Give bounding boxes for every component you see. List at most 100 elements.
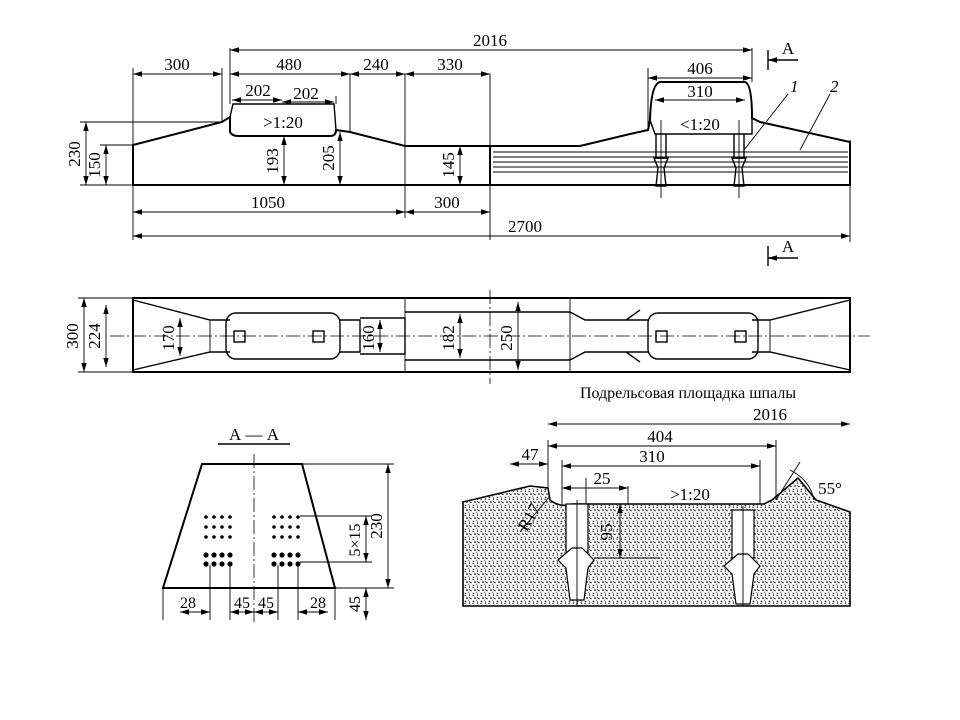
detail-dowel-right: [723, 506, 761, 606]
detail-dowel-left: [557, 500, 595, 606]
plan-outline: [132, 297, 851, 373]
dim-202-b: 202: [293, 84, 319, 103]
wire-dot: [228, 525, 232, 529]
dim-5x15: 5×15: [347, 523, 364, 556]
dim-2016-detail: 2016: [753, 405, 787, 424]
dim-240: 240: [363, 55, 389, 74]
callout-2: 2: [830, 77, 839, 96]
detail-view: 2016 404 47 310 25 >1:20 95 R17 55°: [462, 405, 851, 607]
section-view: А — А 28 45 45 28 230 5×15 45: [161, 425, 394, 622]
left-rail-seat-plan: [225, 312, 341, 360]
callout-1: 1: [790, 77, 799, 96]
wire-dot: [212, 515, 216, 519]
dim-300-left: 300: [164, 55, 190, 74]
dim-45-right: 45: [347, 596, 364, 612]
wire-dot: [272, 515, 276, 519]
wire-dot: [220, 515, 224, 519]
wire-dot: [211, 561, 217, 567]
detail-caption: Подрельсовая площадка шпалы: [580, 385, 796, 402]
wire-dot: [227, 561, 233, 567]
slope-detail: >1:20: [670, 485, 710, 504]
dim-230: 230: [65, 141, 84, 167]
fastening-dowels: [652, 120, 748, 198]
dim-205: 205: [319, 145, 338, 171]
section-outline: [161, 463, 337, 589]
wire-dot: [219, 552, 225, 558]
wire-dot: [271, 552, 277, 558]
dim-330: 330: [437, 55, 463, 74]
dim-145: 145: [439, 152, 458, 178]
svg-text:А: А: [782, 237, 795, 256]
dim-406: 406: [687, 59, 713, 78]
wire-dot: [204, 535, 208, 539]
detail-concrete-body: [462, 476, 851, 607]
wire-dot: [228, 535, 232, 539]
wire-dot: [280, 515, 284, 519]
dim-300-plan: 300: [63, 323, 82, 349]
dim-150: 150: [85, 152, 104, 178]
wire-dot: [203, 561, 209, 567]
dim-95: 95: [597, 524, 616, 541]
dim-224: 224: [85, 323, 104, 349]
dim-45-a: 45: [234, 595, 250, 612]
dim-182: 182: [439, 325, 458, 351]
right-rail-seat: [649, 118, 753, 135]
wire-dot: [288, 535, 292, 539]
wire-dot: [279, 561, 285, 567]
dim-202-a: 202: [245, 81, 271, 100]
dim-28-left: 28: [180, 595, 196, 612]
dim-47: 47: [522, 445, 540, 464]
dim-310-detail: 310: [639, 447, 665, 466]
dim-300-bottom: 300: [434, 193, 460, 212]
wire-dot: [295, 552, 301, 558]
wire-dot: [228, 515, 232, 519]
wire-dot: [280, 535, 284, 539]
dim-310: 310: [687, 82, 713, 101]
wire-dot: [211, 552, 217, 558]
wire-dot: [220, 535, 224, 539]
dim-250: 250: [497, 325, 516, 351]
dim-28-right: 28: [310, 595, 326, 612]
dim-193: 193: [263, 148, 282, 174]
prestressing-wires: [203, 515, 301, 567]
dim-480: 480: [276, 55, 302, 74]
right-rail-seat-plan: [647, 312, 759, 360]
wire-dot: [287, 561, 293, 567]
dim-2700: 2700: [508, 217, 542, 236]
wire-dot: [272, 525, 276, 529]
wire-dot: [296, 535, 300, 539]
wire-dot: [204, 525, 208, 529]
dim-2016: 2016: [473, 31, 507, 50]
sleeper-elevation-outline-right: [490, 81, 851, 186]
wire-dot: [219, 561, 225, 567]
wire-dot: [212, 535, 216, 539]
section-title: А — А: [229, 425, 280, 444]
sleeper-elevation-outline: [132, 115, 491, 186]
dim-160: 160: [359, 325, 378, 351]
wire-dot: [220, 525, 224, 529]
reinforcement-lines: [493, 151, 848, 173]
dim-170: 170: [159, 325, 178, 351]
wire-dot: [227, 552, 233, 558]
section-mark-bottom: А: [767, 237, 798, 266]
wire-dot: [271, 561, 277, 567]
wire-dot: [288, 525, 292, 529]
slope-right: <1:20: [680, 115, 720, 134]
wire-dot: [287, 552, 293, 558]
plan-view: 300 224 170 160 182 250: [63, 290, 870, 384]
wire-dot: [212, 525, 216, 529]
dim-25: 25: [594, 469, 611, 488]
wire-dot: [295, 561, 301, 567]
dim-404: 404: [647, 427, 673, 446]
elevation-view: 2016 300 480 240 330 406 310 202 202 >1:…: [65, 31, 851, 266]
section-mark-top: А: [767, 39, 798, 70]
svg-text:А: А: [782, 39, 795, 58]
dim-230-section: 230: [367, 513, 386, 539]
angle-55: 55°: [818, 479, 842, 498]
wire-dot: [204, 515, 208, 519]
wire-dot: [288, 515, 292, 519]
wire-dot: [203, 552, 209, 558]
dim-1050: 1050: [251, 193, 285, 212]
wire-dot: [280, 525, 284, 529]
